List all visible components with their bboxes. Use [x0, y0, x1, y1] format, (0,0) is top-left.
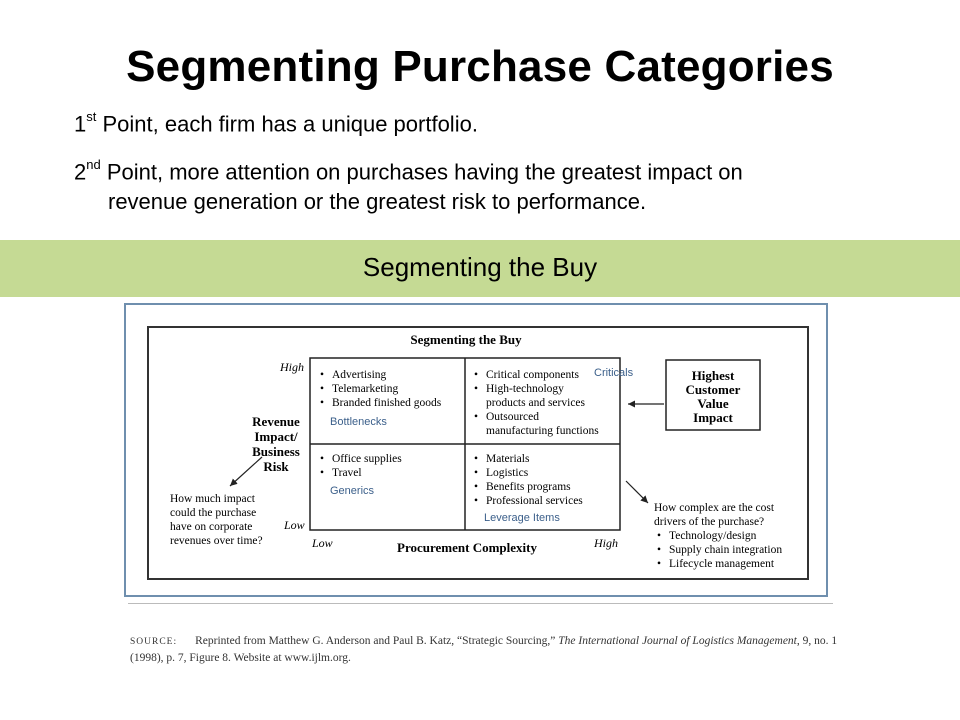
value-box [665, 359, 761, 431]
bullet-icon: • [474, 453, 478, 465]
quadrant-bottom-right: • Materials • Logistics • Benefits progr… [474, 453, 583, 507]
quadrant-item: Advertising [332, 369, 387, 381]
bullet-icon: • [320, 369, 324, 381]
section-band [0, 240, 960, 297]
source-journal: The International Journal of Logistics M… [558, 635, 797, 647]
left-arrow-icon [229, 456, 263, 487]
left-question-line: could the purchase [170, 507, 256, 519]
source-text-2: , 9, no. 1 [796, 635, 838, 647]
value-box-line-3: Value [697, 396, 729, 411]
left-question-line: revenues over time? [170, 535, 263, 547]
quadrant-item: Telemarketing [332, 383, 398, 395]
y-axis-high: High [279, 360, 304, 374]
bullet-icon: • [474, 495, 478, 507]
value-box-line-1: Highest [692, 368, 735, 383]
right-bullet: Technology/design [669, 530, 757, 542]
quadrant-bottom-left: • Office supplies • Travel [320, 453, 402, 479]
y-axis-title-line-3: Business [252, 444, 300, 459]
right-bullet: Lifecycle management [669, 558, 775, 570]
point-1: 1st Point, each firm has a unique portfo… [74, 104, 904, 139]
bullet-icon: • [320, 453, 324, 465]
quadrant-item: Professional services [486, 495, 583, 507]
x-axis-title: Procurement Complexity [397, 540, 537, 555]
quadrant-item: Critical components [486, 369, 579, 381]
quadrant-item: Outsourced [486, 411, 539, 423]
x-axis-high: High [593, 536, 618, 550]
bullet-icon: • [657, 544, 661, 556]
bullet-icon: • [474, 383, 478, 395]
point-2-continuation: revenue generation or the greatest risk … [108, 189, 647, 215]
left-question: How much impact could the purchase have … [170, 493, 263, 547]
bullet-icon: • [657, 530, 661, 542]
y-axis-low: Low [283, 518, 305, 532]
quadrant-label-generics: Generics [330, 485, 375, 497]
point-2: 2nd Point, more attention on purchases h… [74, 152, 904, 217]
quadrant-item: products and services [486, 397, 586, 409]
left-question-line: How much impact [170, 493, 256, 505]
value-box-line-4: Impact [693, 410, 733, 425]
source-text-1: Reprinted from Matthew G. Anderson and P… [195, 635, 559, 647]
quadrant-label-leverage-items: Leverage Items [484, 512, 560, 524]
left-question-line: have on corporate [170, 521, 252, 533]
quadrant-item: Benefits programs [486, 481, 571, 493]
point-1-sup: st [86, 109, 97, 124]
source-label: SOURCE: [130, 637, 178, 647]
quadrant-item: Materials [486, 453, 530, 465]
value-box-line-2: Customer [686, 382, 741, 397]
bullet-icon: • [474, 481, 478, 493]
quadrant-item: Travel [332, 467, 362, 479]
y-axis-title-line-1: Revenue [252, 414, 300, 429]
point-2-num: 2 [74, 159, 87, 185]
bullet-icon: • [657, 558, 661, 570]
right-bullet: Supply chain integration [669, 544, 782, 556]
quadrant-label-bottlenecks: Bottlenecks [330, 416, 387, 428]
point-1-text: Point, each firm has a unique portfolio. [96, 111, 478, 137]
quadrant-item: Branded finished goods [332, 397, 442, 409]
right-question: How complex are the cost drivers of the … [654, 502, 782, 570]
bullet-icon: • [320, 397, 324, 409]
bullet-icon: • [474, 467, 478, 479]
quadrant-item: manufacturing functions [486, 425, 599, 437]
section-band-label: Segmenting the Buy [362, 252, 598, 282]
source-citation: SOURCE: Reprinted from Matthew G. Anderso… [130, 633, 850, 666]
bullet-icon: • [474, 369, 478, 381]
quadrant-top-right: • Critical components • High-technology … [474, 369, 599, 437]
source-separator [128, 603, 833, 604]
y-axis-title-line-2: Impact/ [254, 429, 298, 444]
right-question-line: How complex are the cost [654, 502, 775, 514]
diagram-title: Segmenting the Buy [410, 332, 522, 347]
source-line-2: (1998), p. 7, Figure 8. Website at www.i… [130, 652, 351, 664]
point-2-sup: nd [86, 157, 101, 172]
quadrant-item: High-technology [486, 383, 564, 395]
point-1-num: 1 [74, 111, 87, 137]
right-question-line: drivers of the purchase? [654, 516, 764, 528]
bullet-icon: • [320, 383, 324, 395]
quadrant-item: Logistics [486, 467, 529, 479]
point-2-text: Point, more attention on purchases havin… [100, 159, 743, 185]
right-arrow-icon [625, 480, 649, 504]
x-axis-low: Low [311, 536, 333, 550]
y-axis-title-line-4: Risk [263, 459, 289, 474]
bullet-icon: • [320, 467, 324, 479]
quadrant-item: Office supplies [332, 453, 402, 465]
quadrant-label-criticals: Criticals [594, 367, 634, 379]
bullet-icon: • [474, 411, 478, 423]
slide-title: Segmenting Purchase Categories [126, 42, 834, 91]
quadrant-top-left: • Advertising • Telemarketing • Branded … [320, 369, 442, 409]
